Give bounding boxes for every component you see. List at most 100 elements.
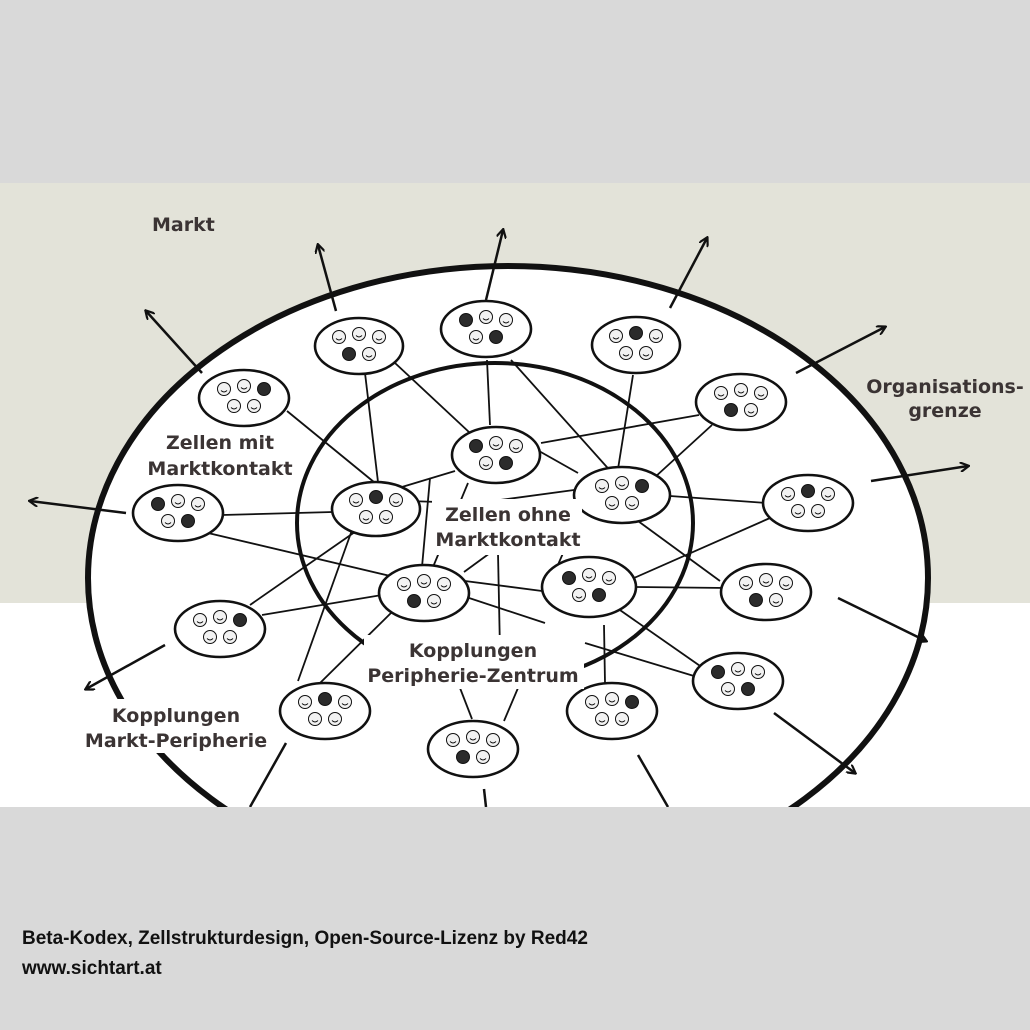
member-face — [769, 593, 783, 607]
cell — [691, 651, 785, 711]
member-smile — [335, 338, 343, 341]
member-face — [499, 456, 513, 470]
member-face — [731, 662, 745, 676]
member-face — [811, 504, 825, 518]
member-smile — [355, 335, 363, 338]
member-smile — [628, 504, 636, 507]
member-face — [605, 692, 619, 706]
member-smile — [794, 512, 802, 515]
member-face — [342, 347, 356, 361]
label-backdrops — [82, 499, 584, 753]
member-face — [203, 630, 217, 644]
member-face — [217, 382, 231, 396]
cell — [719, 562, 813, 622]
member-face — [801, 484, 815, 498]
cell — [540, 555, 638, 619]
member-face — [193, 613, 207, 627]
member-face — [724, 403, 738, 417]
cell — [173, 599, 267, 659]
member-smile — [612, 337, 620, 340]
member-face — [486, 733, 500, 747]
member-face — [459, 313, 473, 327]
member-smile — [605, 579, 613, 582]
member-smile — [174, 502, 182, 505]
cell-structure-diagram: Markt Organisations- grenze Zellen mit M… — [0, 214, 1024, 807]
member-smile — [375, 338, 383, 341]
label-market-periphery-line1: Kopplungen — [112, 705, 240, 727]
cell — [377, 563, 471, 623]
member-smile — [206, 638, 214, 641]
member-face — [237, 379, 251, 393]
caption-url: www.sichtart.at — [22, 958, 162, 979]
member-face — [734, 383, 748, 397]
member-face — [759, 573, 773, 587]
member-face — [338, 695, 352, 709]
label-market-periphery-line2: Markt-Peripherie — [85, 730, 267, 752]
cell — [761, 473, 855, 533]
member-face — [625, 496, 639, 510]
member-face — [572, 588, 586, 602]
member-face — [751, 665, 765, 679]
member-face — [247, 399, 261, 413]
member-face — [233, 613, 247, 627]
member-face — [595, 479, 609, 493]
member-face — [602, 571, 616, 585]
member-smile — [652, 337, 660, 340]
member-smile — [240, 387, 248, 390]
member-face — [417, 574, 431, 588]
member-smile — [164, 522, 172, 525]
member-smile — [608, 700, 616, 703]
member-smile — [575, 596, 583, 599]
member-smile — [824, 495, 832, 498]
member-face — [181, 514, 195, 528]
member-face — [592, 588, 606, 602]
member-face — [476, 750, 490, 764]
member-face — [469, 330, 483, 344]
member-face — [639, 346, 653, 360]
member-face — [744, 403, 758, 417]
member-face — [359, 510, 373, 524]
cell — [278, 681, 372, 741]
cell — [439, 299, 533, 359]
member-smile — [622, 354, 630, 357]
member-smile — [814, 512, 822, 515]
member-smile — [194, 505, 202, 508]
member-smile — [642, 354, 650, 357]
member-face — [332, 330, 346, 344]
member-face — [754, 386, 768, 400]
member-face — [298, 695, 312, 709]
member-face — [223, 630, 237, 644]
member-smile — [754, 673, 762, 676]
caption-credit: Beta-Kodex, Zellstrukturdesign, Open-Sou… — [22, 928, 588, 949]
member-face — [609, 329, 623, 343]
member-face — [213, 610, 227, 624]
member-smile — [492, 444, 500, 447]
label-centre-cells-line1: Zellen ohne — [445, 504, 571, 526]
cell — [131, 483, 225, 543]
member-smile — [489, 741, 497, 744]
member-face — [649, 329, 663, 343]
member-smile — [585, 576, 593, 579]
member-smile — [479, 758, 487, 761]
member-face — [479, 456, 493, 470]
member-smile — [469, 738, 477, 741]
member-smile — [352, 501, 360, 504]
member-face — [161, 514, 175, 528]
member-face — [318, 692, 332, 706]
member-face — [349, 493, 363, 507]
member-smile — [400, 585, 408, 588]
member-face — [741, 682, 755, 696]
member-smile — [734, 670, 742, 673]
member-face — [619, 346, 633, 360]
member-smile — [331, 720, 339, 723]
member-face — [362, 347, 376, 361]
member-face — [791, 504, 805, 518]
member-smile — [502, 321, 510, 324]
member-face — [821, 487, 835, 501]
member-face — [489, 330, 503, 344]
label-periphery-centre-line2: Peripherie-Zentrum — [367, 665, 578, 687]
member-face — [379, 510, 393, 524]
member-face — [629, 326, 643, 340]
cell — [197, 368, 291, 428]
member-smile — [717, 394, 725, 397]
